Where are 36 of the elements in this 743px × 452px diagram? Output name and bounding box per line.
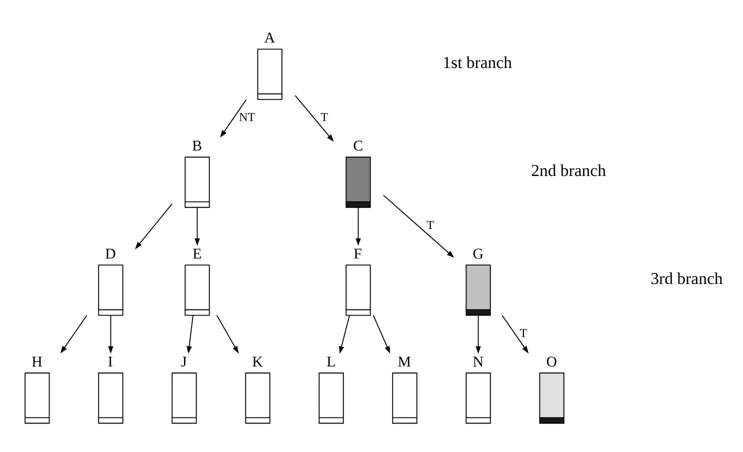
node-label: O: [546, 354, 557, 370]
node-label: G: [472, 246, 484, 262]
arrow: [216, 314, 239, 354]
arrow: [294, 94, 334, 142]
arrow: [220, 99, 247, 138]
node-label: D: [105, 246, 116, 262]
node-label: C: [353, 138, 364, 154]
arrow: [476, 314, 481, 354]
node-label: I: [108, 354, 113, 370]
arrow: [134, 203, 172, 250]
arrow: [356, 206, 361, 246]
arrow: [372, 314, 390, 354]
node-label: K: [252, 354, 263, 370]
label: 1st branch: [442, 53, 512, 72]
edge-label: T: [520, 326, 528, 340]
node-label: E: [192, 246, 202, 262]
node-label: H: [32, 354, 42, 370]
node-label: B: [192, 138, 202, 154]
label: 3rd branch: [650, 269, 723, 288]
arrow: [339, 314, 350, 354]
edge-label: T: [426, 218, 434, 232]
arrow: [194, 206, 200, 246]
node-label: N: [472, 354, 484, 370]
arrow: [502, 314, 529, 354]
edge-label: NT: [238, 110, 256, 124]
node-label: A: [264, 30, 276, 46]
edge-label: T: [320, 110, 328, 124]
arrow: [186, 314, 194, 354]
arrow: [108, 314, 114, 354]
arrow: [382, 194, 454, 258]
node-label: L: [326, 354, 336, 370]
node-label: F: [354, 246, 362, 262]
arrow: [60, 314, 88, 354]
node-label: M: [398, 354, 412, 370]
node-label: J: [180, 354, 187, 370]
label: 2nd branch: [531, 161, 606, 180]
